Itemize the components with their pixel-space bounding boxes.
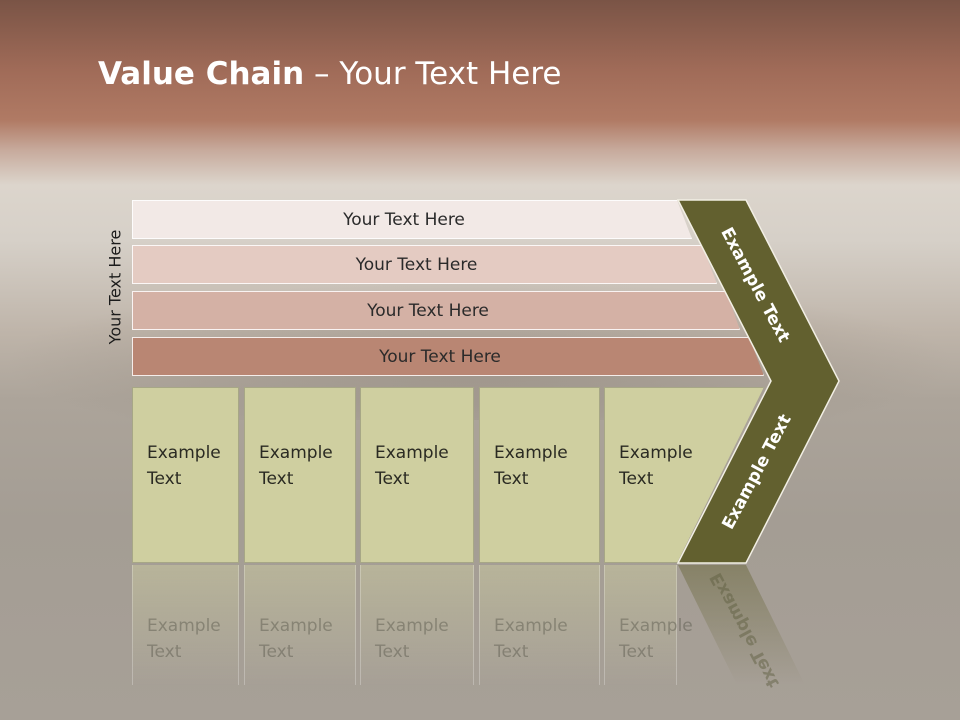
value-bar-3-label: Your Text Here <box>367 300 489 321</box>
example-box-2-line1: Example <box>259 443 333 463</box>
title-rest: – Your Text Here <box>304 56 562 92</box>
value-bar-1[interactable]: Your Text Here <box>132 200 692 239</box>
value-bar-2[interactable]: Your Text Here <box>132 245 717 284</box>
example-box-2-line2: Text <box>259 469 294 489</box>
example-box-5-line2: Text <box>619 469 654 489</box>
example-box-4-line2: Text <box>494 469 529 489</box>
title-bold: Value Chain <box>98 56 305 92</box>
value-bar-4[interactable]: Your Text Here <box>132 337 764 376</box>
value-bar-2-label: Your Text Here <box>355 254 478 275</box>
chevron-reflection <box>678 565 805 685</box>
example-box-4-line1: Example <box>494 443 568 463</box>
example-box-5-line1: Example <box>619 443 693 463</box>
slide-title: Value Chain – Your Text Here <box>98 56 561 92</box>
chevron-arrow[interactable] <box>676 199 840 564</box>
value-bar-1-label: Your Text Here <box>343 209 465 230</box>
value-bar-3[interactable]: Your Text Here <box>132 291 740 330</box>
example-box-3-line1: Example <box>375 443 449 463</box>
example-box-1-line1: Example <box>147 443 221 463</box>
value-bar-4-label: Your Text Here <box>379 346 501 367</box>
example-box-3-line2: Text <box>375 469 410 489</box>
example-box-1-line2: Text <box>147 469 182 489</box>
